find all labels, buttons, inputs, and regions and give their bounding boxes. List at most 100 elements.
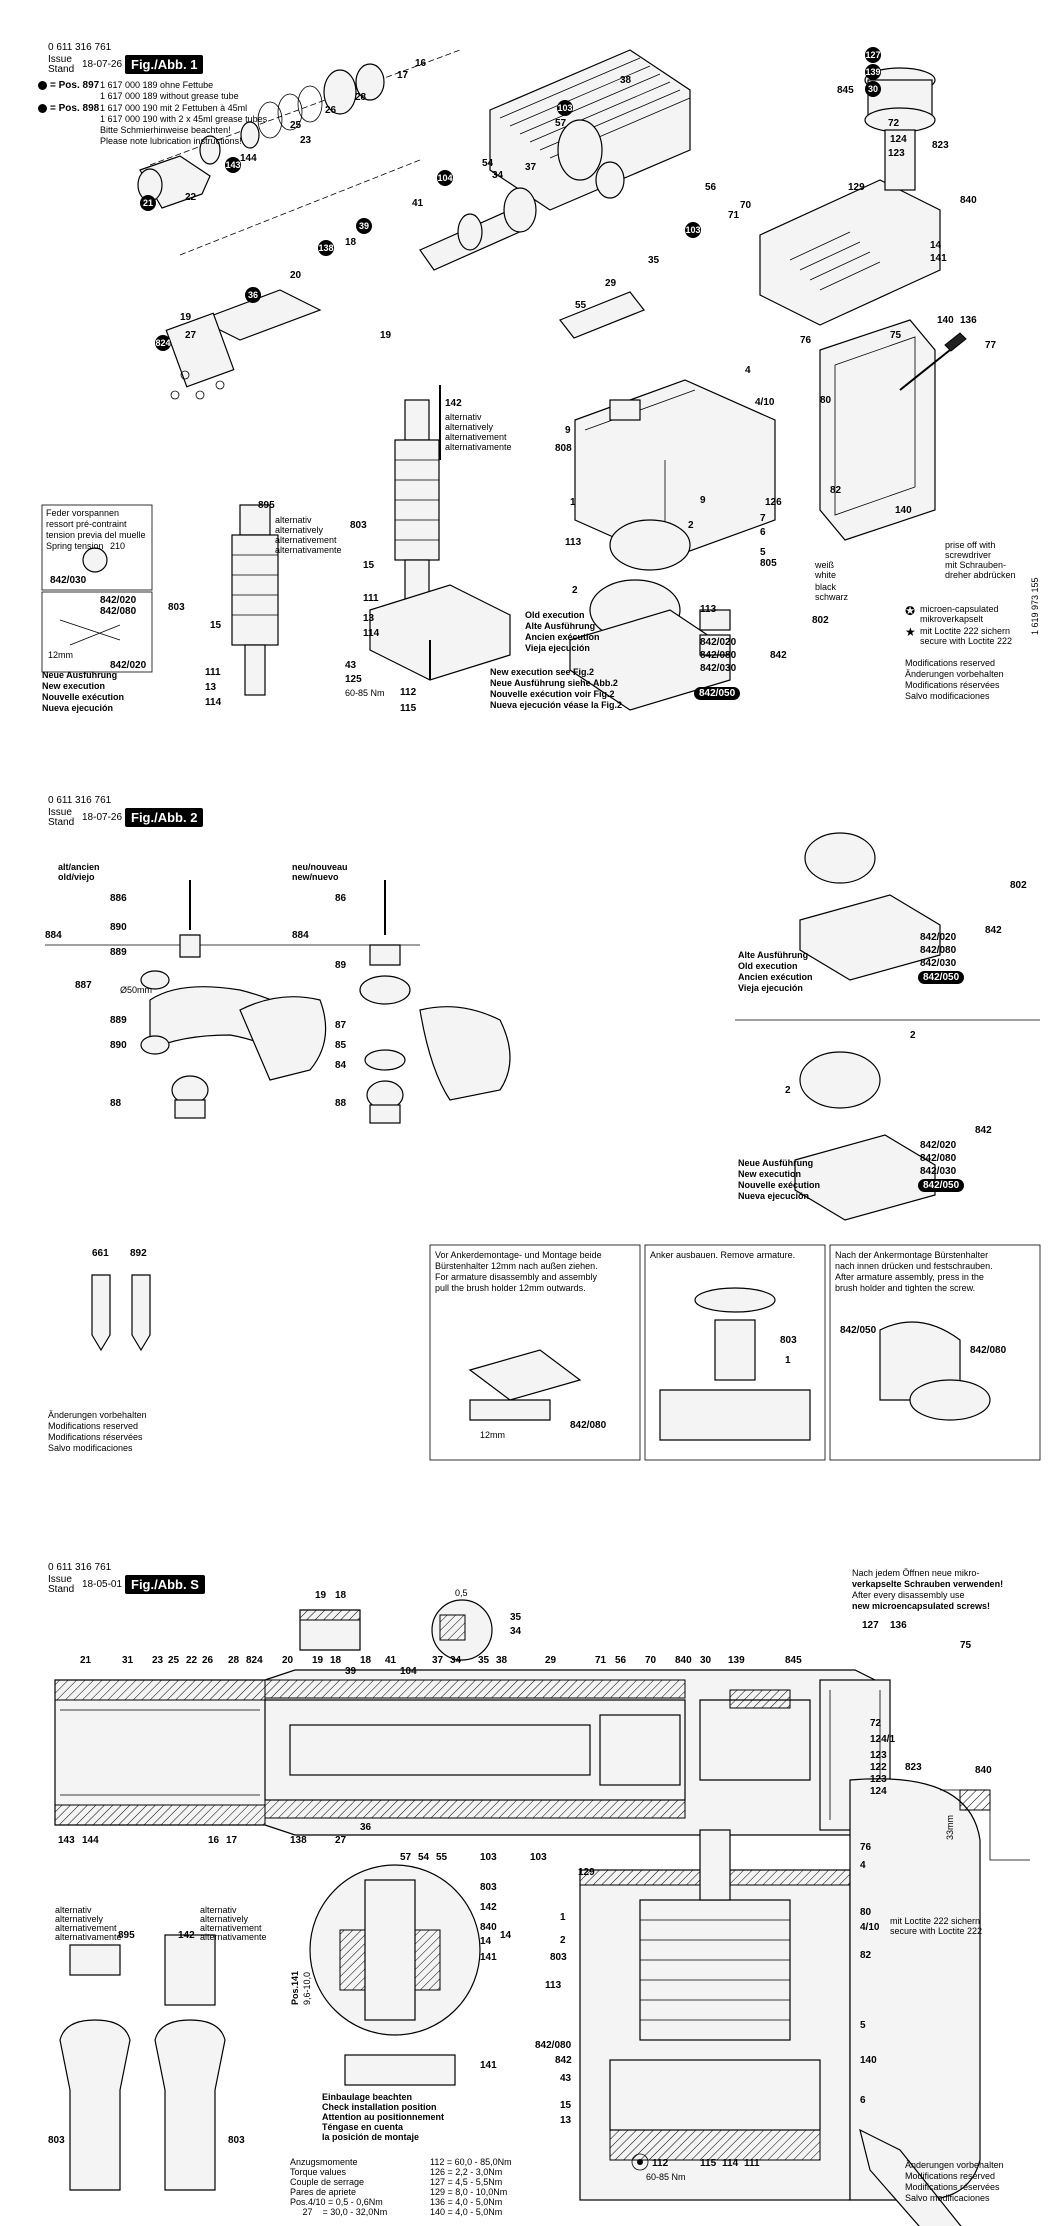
- part-label: 842/020: [700, 637, 737, 648]
- note-2: After every disassembly use: [852, 1590, 965, 1600]
- detail-35: 35: [510, 1612, 522, 1623]
- white-1: white: [815, 570, 837, 580]
- new-label: 88: [335, 1098, 347, 1109]
- prise-1: screwdriver: [945, 550, 992, 560]
- part-label: 840: [960, 195, 977, 206]
- s-bottom: 54: [418, 1852, 430, 1863]
- part-label: 82: [830, 485, 842, 496]
- new-label: 884: [292, 930, 309, 941]
- part-label: 77: [985, 340, 997, 351]
- part-label: 43: [345, 660, 357, 671]
- fig2-842b: 842: [975, 1125, 992, 1136]
- bottom-115: 115: [700, 2158, 717, 2169]
- detail-18: 18: [335, 1590, 347, 1601]
- part-label: 803: [350, 520, 367, 531]
- box1-text-1: Bürstenhalter 12mm nach außen ziehen.: [435, 1261, 598, 1271]
- mods-fig1-0: Modifications reserved: [905, 658, 996, 668]
- part-label: 34: [492, 170, 504, 181]
- part-label: 70: [740, 200, 752, 211]
- pos898-label: = Pos. 898: [50, 103, 100, 114]
- alt-s2-1: alternatively: [200, 1914, 249, 1924]
- new-label: 86: [335, 893, 347, 904]
- part-label: 75: [890, 330, 902, 341]
- old-hdr-1: old/viejo: [58, 872, 95, 882]
- pos898-dot-icon: [38, 104, 47, 113]
- s-top: 22: [186, 1655, 198, 1666]
- part-label: 71: [728, 210, 740, 221]
- code-top: 842/020: [920, 932, 957, 943]
- alt-803-left: 803: [48, 2135, 65, 2146]
- box1-dim: 12mm: [480, 1430, 506, 1440]
- s-top: 37: [432, 1655, 444, 1666]
- part-label: 22: [185, 192, 197, 203]
- box1-text-3: pull the brush holder 12mm outwards.: [435, 1283, 586, 1293]
- code-pill: 842/050: [694, 687, 741, 700]
- pos141-1: 9,6-10,0: [302, 1971, 312, 2005]
- pos141-0: Pos.141: [290, 1970, 300, 2005]
- s-bottom: 17: [226, 1835, 238, 1846]
- part-label: 842/020: [110, 660, 147, 671]
- part-label: 842: [770, 650, 787, 661]
- s-left: 43: [560, 2073, 572, 2084]
- alt-s2-3: alternativamente: [200, 1932, 267, 1942]
- s-bottom: 138: [290, 1835, 307, 1846]
- part-label: 28: [355, 92, 367, 103]
- s-right: 6: [860, 2095, 866, 2106]
- dim-12mm: 12mm: [48, 650, 74, 660]
- stand-label-figS: Stand: [48, 1584, 75, 1595]
- s-left: 842/080: [535, 2040, 572, 2051]
- old-label: 889: [110, 947, 127, 958]
- s-right: 140: [860, 2055, 877, 2066]
- s-top: 70: [645, 1655, 657, 1666]
- part-label: 7: [760, 513, 766, 524]
- pos897-line-1: 1 617 000 189 without grease tube: [100, 91, 239, 101]
- spring-text-2: tension previa del muelle: [46, 530, 146, 540]
- fig2-tag: Fig./Abb. 2: [125, 808, 204, 827]
- part-label: 4: [745, 365, 751, 376]
- marker-dot: 127: [865, 47, 881, 63]
- part-label: 842/080: [700, 650, 737, 661]
- part-label: 13: [363, 613, 375, 624]
- marker-dot: 36: [245, 287, 261, 303]
- part-label: 845: [837, 85, 854, 96]
- s-right: 124/1: [870, 1734, 896, 1745]
- s-top: 29: [545, 1655, 557, 1666]
- s-bottom: 57: [400, 1852, 412, 1863]
- s-top: 19: [312, 1655, 324, 1666]
- prise-3: dreher abdrücken: [945, 570, 1016, 580]
- new-exec-1: New execution: [738, 1169, 802, 1179]
- part-label: 72: [888, 118, 900, 129]
- part-label: 37: [525, 162, 537, 173]
- part-number-fig2: 0 611 316 761: [48, 795, 112, 806]
- detail-label: 14: [480, 1936, 492, 1947]
- part-label: 27: [185, 330, 197, 341]
- part-label: 9: [700, 495, 706, 506]
- s-right: 124: [870, 1786, 887, 1797]
- s-top: 26: [202, 1655, 214, 1666]
- new-exec-3: Nueva ejecución: [738, 1191, 810, 1201]
- alt-803-right: 803: [228, 2135, 245, 2146]
- part-label: 140: [895, 505, 912, 516]
- new-label: 85: [335, 1040, 347, 1051]
- s-top: 30: [700, 1655, 712, 1666]
- new-exec-0: Neue Ausführung: [738, 1158, 814, 1168]
- old-label: 887: [75, 980, 92, 991]
- fig1-tag: Fig./Abb. 1: [125, 55, 204, 74]
- alt-s-3: alternativamente: [55, 1932, 122, 1942]
- alt-s-0: alternativ: [55, 1905, 92, 1915]
- part-label: 123: [888, 148, 905, 159]
- newfig2-0: New execution see Fig.2: [490, 667, 595, 677]
- s-top: 20: [282, 1655, 294, 1666]
- s-left: 13: [560, 2115, 572, 2126]
- old-1: Alte Ausführung: [525, 621, 596, 631]
- white-0: weiß: [815, 560, 835, 570]
- box2-text: Anker ausbauen. Remove armature.: [650, 1250, 796, 1260]
- s-top: 39: [345, 1666, 357, 1677]
- part-label: 25: [290, 120, 302, 131]
- new-exec-2: Nouvelle exécution: [738, 1180, 821, 1190]
- s-top: 127: [862, 1620, 879, 1631]
- figS-drawing: [54, 1599, 1030, 2226]
- torque-hdr-3: Pares de apriete: [290, 2187, 357, 2197]
- note-0: Nach jedem Öffnen neue mikro-: [852, 1568, 980, 1578]
- s-top: 31: [122, 1655, 134, 1666]
